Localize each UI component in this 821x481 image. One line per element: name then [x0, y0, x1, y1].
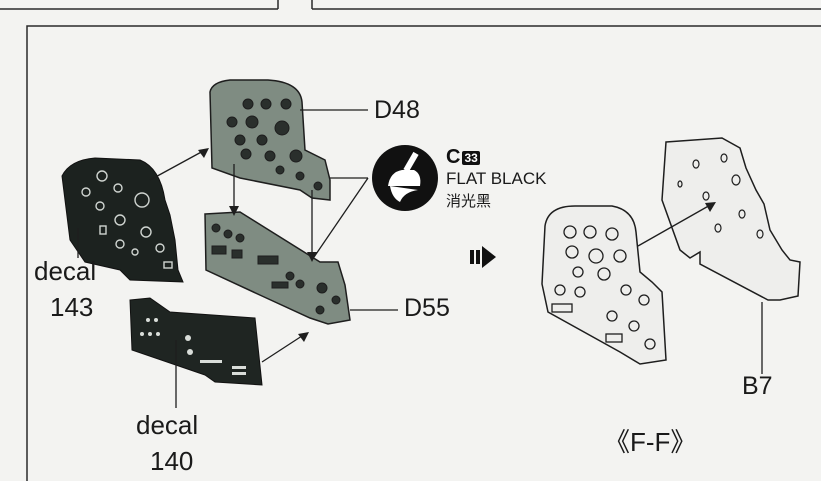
- decal-143-panel: [61, 157, 184, 283]
- decal-140-panel: [129, 297, 263, 386]
- view-label: 《F-F》: [604, 427, 697, 457]
- paint-code-letter: C: [446, 146, 461, 168]
- paint-code-number: 33: [462, 150, 480, 165]
- label-d55: D55: [404, 294, 450, 322]
- decal-143-number: 143: [50, 292, 94, 322]
- assembly-arrows: [77, 109, 763, 408]
- d55-panel-part: [204, 211, 351, 325]
- paint-name: FLAT BLACK: [446, 169, 547, 188]
- paint-brush-icon: [372, 145, 438, 211]
- decal-140-word: decal: [136, 410, 199, 440]
- step-arrow-icon: [470, 246, 496, 268]
- b7-backing-plate: [661, 137, 801, 301]
- decal-143-word: decal: [34, 256, 97, 286]
- label-b7: B7: [742, 372, 773, 400]
- decal-140-number: 140: [150, 446, 194, 476]
- label-d48: D48: [374, 96, 420, 124]
- d48-panel-part: [209, 79, 331, 201]
- paint-name-cn: 消光黑: [446, 193, 492, 210]
- arrow-heads: [198, 148, 716, 342]
- assembled-panel: [541, 205, 667, 365]
